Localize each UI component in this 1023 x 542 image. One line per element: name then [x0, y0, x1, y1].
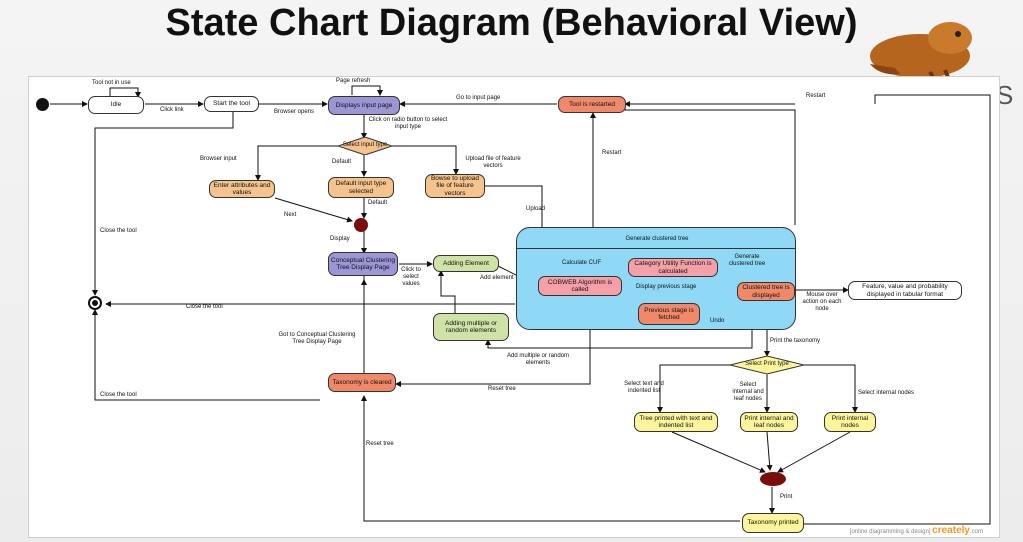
label-display-previous: Display previous stage [636, 284, 697, 290]
label-upload-file: Upload file of feature vectors [465, 156, 521, 169]
decision-select-print-label: Select Print type [745, 361, 789, 367]
label-default-2: Default [368, 200, 388, 206]
label-print-taxonomy: Print the taxonomy [770, 338, 821, 344]
label-browser-input: Browser input [200, 156, 237, 162]
state-cobweb[interactable]: COBWEB Algorithm is called [538, 276, 622, 296]
state-print-internal-leaf[interactable]: Print internal and leaf nodes [740, 412, 798, 432]
decision-select-input-type[interactable]: Select input type [338, 137, 392, 155]
label-select-internal: Select internal nodes [858, 390, 915, 396]
junction-node-top [354, 218, 368, 232]
state-conceptual-page[interactable]: Conceptual Clustering Tree Display Page [328, 252, 398, 276]
label-add-element: Add element [480, 275, 514, 281]
label-restart-mid: Restart [602, 150, 622, 156]
final-state-node [88, 296, 102, 310]
label-click-select: Click to select values [401, 267, 421, 287]
state-print-text-indented[interactable]: Tree printed with text and indented list [634, 412, 718, 432]
state-previous-stage[interactable]: Previous stage is fetched [638, 303, 700, 325]
state-taxonomy-cleared[interactable]: Taxonomy is cleared [328, 373, 396, 392]
label-tool-not-in-use: Tool not in use [92, 80, 131, 86]
label-print: Print [780, 494, 793, 500]
composite-divider [517, 248, 795, 249]
label-upload: Upload [526, 206, 546, 212]
state-browse-upload[interactable]: Bowse to upload file of feature vectors [425, 174, 485, 198]
label-reset-tree-2: Reset tree [366, 441, 394, 447]
mascot-illustration [850, 16, 980, 82]
state-feature-table[interactable]: Feature, value and probability displayed… [848, 281, 962, 300]
decision-select-input-label: Select input type [342, 142, 388, 148]
state-print-internal[interactable]: Print internal nodes [824, 412, 876, 432]
label-close-tool-2: Close the tool [186, 304, 223, 310]
state-adding-element[interactable]: Adding Element [433, 255, 499, 272]
composite-title: Generate clustered tree [625, 236, 689, 242]
label-next: Next [284, 212, 297, 218]
state-enter-attributes[interactable]: Enter attributes and values [209, 180, 275, 198]
label-got-to-conceptual: Got to Conceptual Clustering Tree Displa… [278, 332, 356, 345]
initial-state-node [36, 98, 49, 111]
state-start-tool[interactable]: Start the tool [204, 96, 259, 112]
watermark-brand: creately [932, 525, 970, 536]
diagram-canvas [28, 76, 1000, 538]
state-category-utility[interactable]: Category Utility Function is calculated [628, 258, 718, 277]
state-displays-input-page[interactable]: Displays input page [328, 96, 400, 115]
label-default: Default [332, 159, 352, 165]
label-select-internal-leaf: Select internal and leaf nodes [732, 382, 764, 402]
decision-select-print-type[interactable]: Select Print type [730, 356, 804, 374]
watermark-suffix: .com [969, 529, 983, 535]
label-display: Display [330, 236, 350, 242]
junction-node-bottom [760, 472, 786, 486]
label-calculate-cuf: Calculate CUF [562, 260, 602, 266]
state-clustered-tree[interactable]: Clustered tree is displayed [737, 282, 795, 301]
label-mouse-over: Mouse over action on each node [802, 292, 842, 312]
creately-watermark: [online diagramming & design] creately.c… [850, 525, 983, 536]
state-default-input[interactable]: Default input type selected [328, 177, 394, 198]
label-add-multiple: Add multiple or random elements [506, 353, 570, 366]
label-select-text-indented: Select text and indented list [624, 381, 664, 394]
label-click-radio: Click on radio button to select input ty… [368, 117, 448, 130]
state-tool-restarted[interactable]: Tool is restarted [558, 96, 626, 113]
watermark-prefix: [online diagramming & design] [849, 529, 931, 535]
label-undo: Undo [710, 318, 725, 324]
state-idle[interactable]: Idle [88, 96, 144, 114]
page-title: State Chart Diagram (Behavioral View) [165, 2, 858, 44]
label-reset-tree-1: Reset tree [488, 386, 516, 392]
side-letter: S [996, 80, 1014, 110]
label-restart-top: Restart [806, 93, 826, 99]
label-close-tool-3: Close the tool [100, 392, 137, 398]
label-close-tool-1: Close the tool [100, 228, 137, 234]
label-go-to-input: Go to input page [456, 95, 501, 101]
label-click-link: Click link [160, 107, 184, 113]
state-adding-multiple[interactable]: Adding multiple or random elements [433, 313, 509, 341]
label-browser-opens: Browser opens [274, 109, 315, 115]
state-taxonomy-printed[interactable]: Taxonomy printed [742, 513, 804, 533]
label-generate-clustered: Generate clustered tree [728, 254, 766, 267]
label-page-refresh: Page refresh [336, 78, 371, 84]
